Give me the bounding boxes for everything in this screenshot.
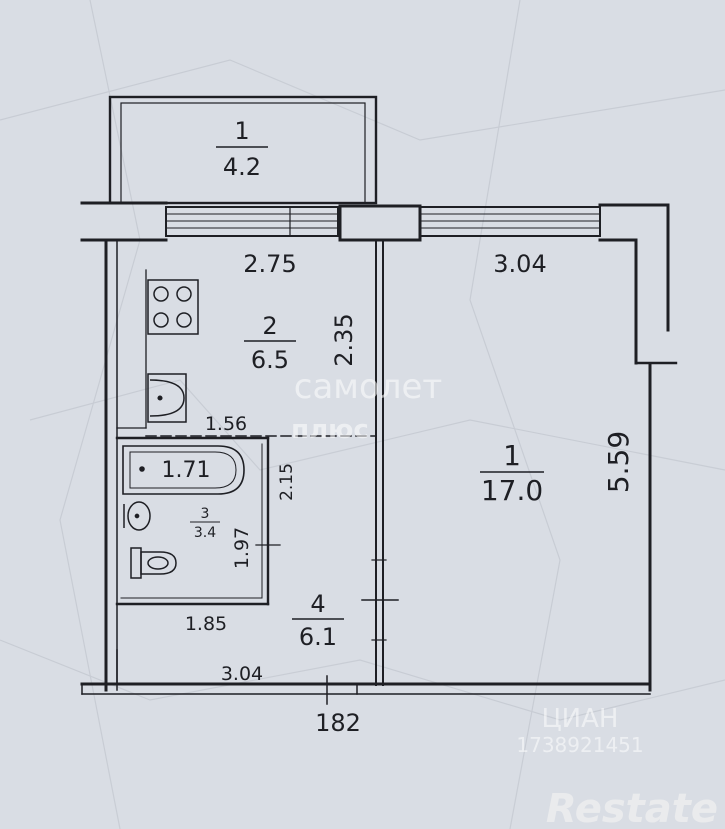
room-area-4: 6.1	[299, 623, 337, 651]
room-number-3: 3	[201, 506, 210, 522]
room-label-5: 1 4.2	[216, 117, 268, 181]
restate-logo: Restate	[546, 786, 718, 829]
washbasin-icon	[123, 501, 151, 531]
bathtub-icon	[122, 445, 245, 495]
dimension-room-depth: 5.59	[602, 431, 635, 493]
walls	[80, 95, 678, 705]
stove-icon	[147, 279, 199, 335]
room-area-1: 17.0	[481, 474, 543, 507]
room-area-3: 3.4	[194, 525, 216, 541]
dimension-entry-door: 182	[315, 709, 361, 737]
samolet-watermark-line1: самолет	[294, 367, 442, 407]
dimension-bath-width: 1.85	[185, 613, 227, 635]
restate-logo-text: Restate	[546, 786, 718, 829]
samolet-watermark-line2: плюс	[291, 415, 369, 445]
cian-watermark: ЦИАН 1738921451	[516, 704, 643, 757]
dimension-kitchen-width: 2.75	[243, 250, 296, 278]
samolet-watermark: самолет плюс	[291, 367, 442, 445]
dimension-hall-width: 3.04	[221, 663, 263, 685]
room-number-1: 1	[503, 439, 521, 472]
cian-watermark-id: 1738921451	[516, 733, 643, 757]
room-label-2: 2 6.5	[244, 312, 296, 374]
dimension-bath-depth: 2.15	[277, 463, 297, 501]
dimension-room-width: 3.04	[493, 250, 546, 278]
room-label-1: 1 17.0	[480, 439, 544, 507]
dimension-corridor-width: 1.56	[205, 413, 247, 435]
room-area-5: 4.2	[223, 153, 261, 181]
dimension-kitchen-depth: 2.35	[330, 313, 358, 366]
room-area-2: 6.5	[251, 346, 289, 374]
room-number-4: 4	[310, 590, 325, 618]
dimension-wc-depth: 1.97	[231, 527, 253, 569]
balcony-inner	[120, 102, 366, 204]
room-number-5: 1	[234, 117, 249, 145]
kitchen-sink-icon	[147, 373, 187, 423]
room-label-4: 4 6.1	[292, 590, 344, 651]
dimension-bath-length: 1.71	[162, 458, 211, 483]
cian-watermark-text: ЦИАН	[542, 704, 619, 734]
toilet-icon	[130, 547, 177, 579]
room-label-3: 3 3.4	[190, 506, 220, 541]
room-number-2: 2	[262, 312, 277, 340]
